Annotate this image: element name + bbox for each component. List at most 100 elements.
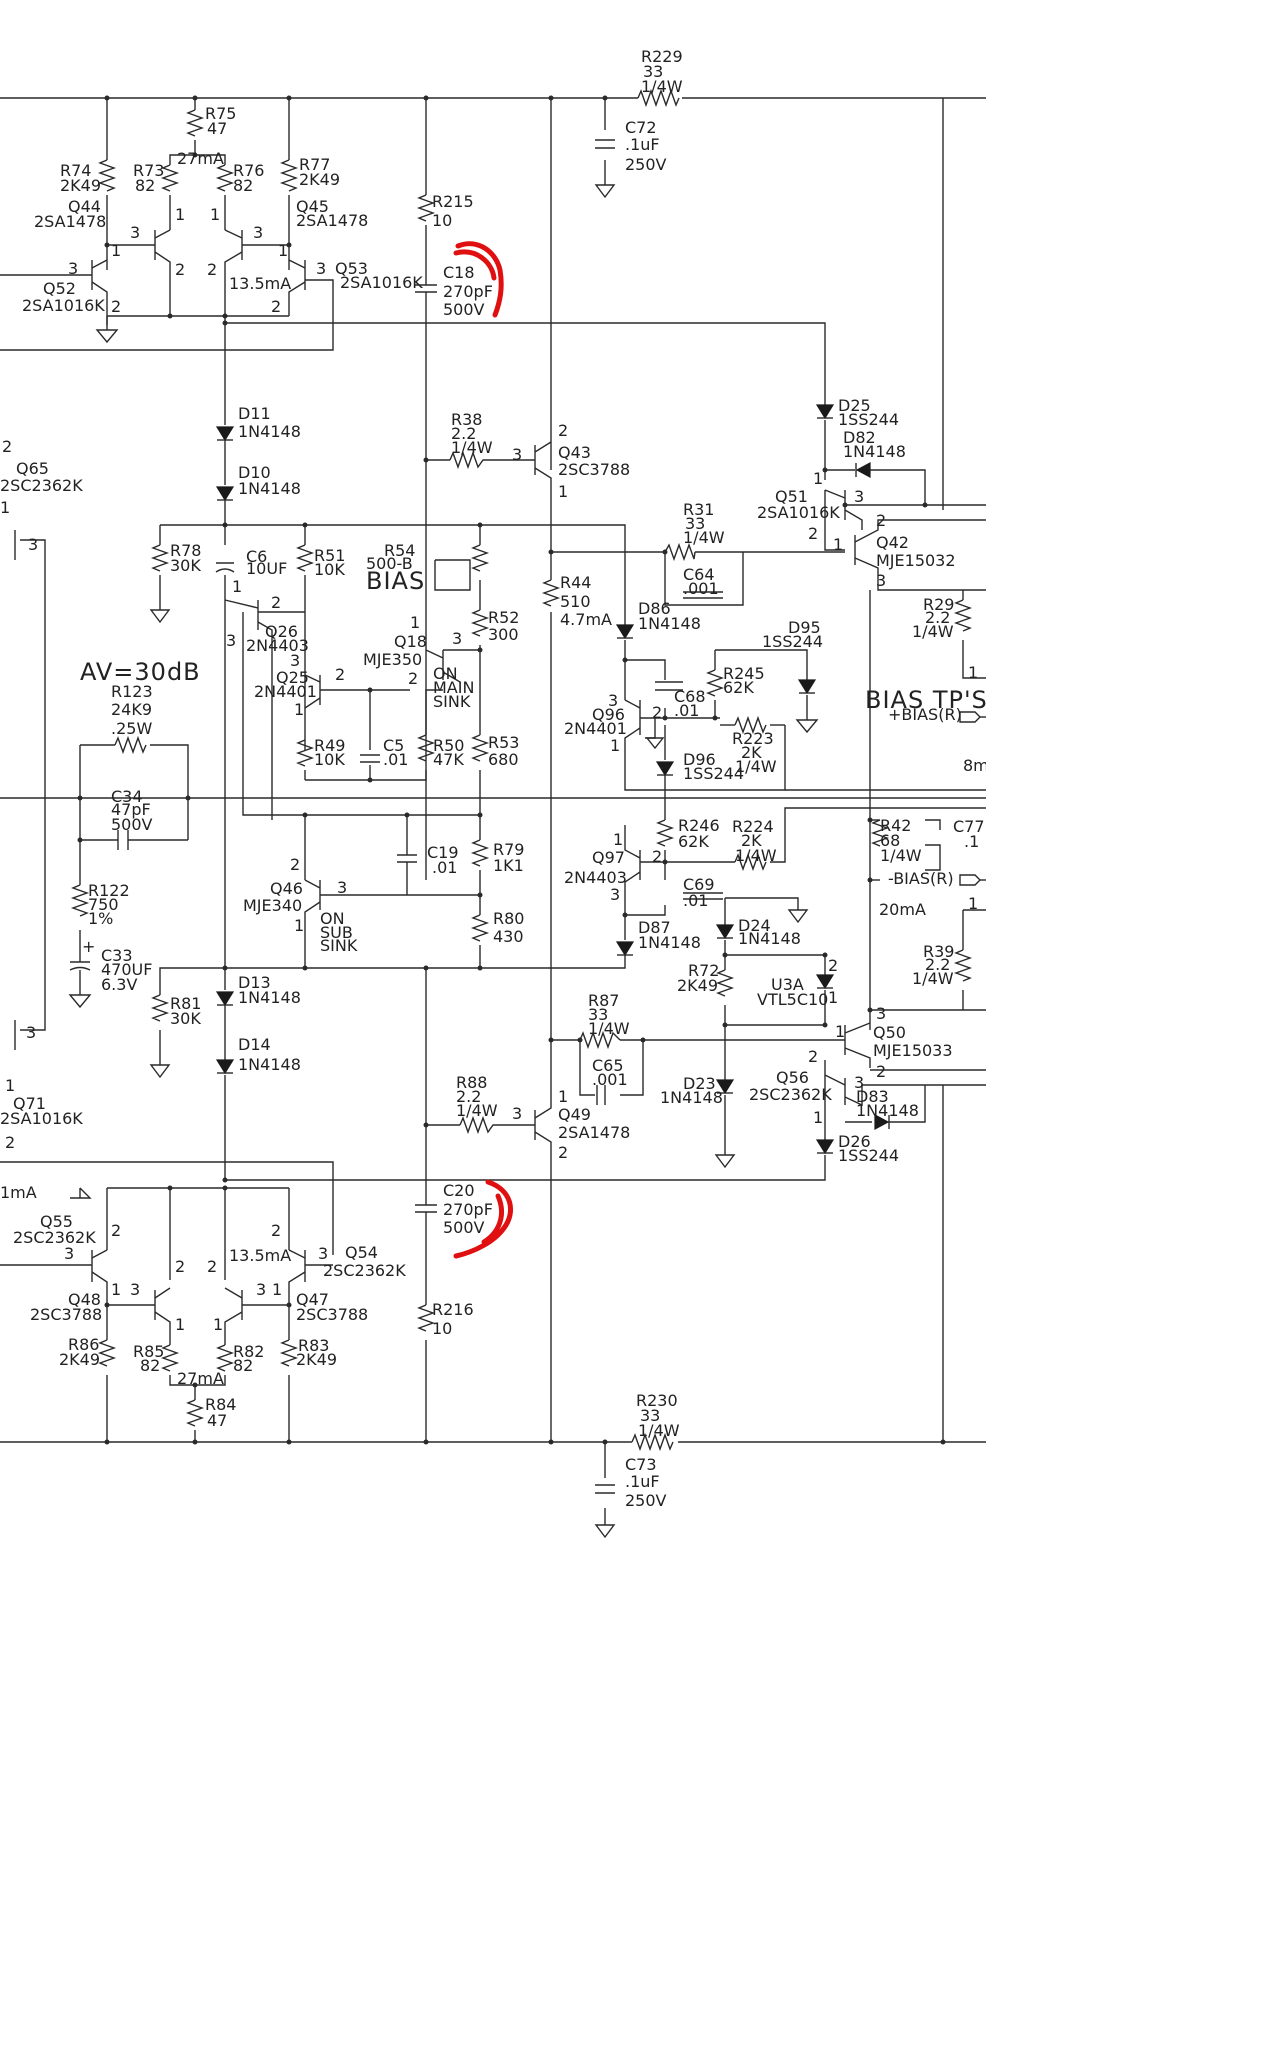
label-22: 10 xyxy=(432,211,452,230)
label-12: 82 xyxy=(233,176,253,195)
label-18: 2SA1478 xyxy=(34,212,106,231)
label-19: Q45 xyxy=(296,197,329,216)
label-266: 10 xyxy=(432,1319,452,1338)
label-158: 1 xyxy=(613,830,623,849)
label-135: 1SS244 xyxy=(683,764,744,783)
label-230: 1 xyxy=(558,1087,568,1106)
label-196: R39 xyxy=(923,942,954,961)
label-255: 3 xyxy=(318,1244,328,1263)
label-167: Q46 xyxy=(270,879,303,898)
label-23: 1 xyxy=(175,205,185,224)
label-27: 1 xyxy=(111,241,121,260)
label-189: + xyxy=(82,937,95,956)
label-161: R79 xyxy=(493,840,524,859)
label-264: 2SC3788 xyxy=(296,1305,368,1324)
label-95: D86 xyxy=(638,599,671,618)
label-250: Q54 xyxy=(345,1243,378,1262)
label-236: 2SA1478 xyxy=(558,1123,630,1142)
ground-symbols xyxy=(68,184,819,1539)
label-75: MJE15032 xyxy=(876,551,956,570)
label-211: 1 xyxy=(835,1022,845,1041)
label-117: R245 xyxy=(723,664,765,683)
label-86: R44 xyxy=(560,573,591,592)
label-93: 2 xyxy=(271,593,281,612)
label-67: 33 xyxy=(685,514,705,533)
label-44: 1N4148 xyxy=(238,422,301,441)
label-246: Q55 xyxy=(40,1212,73,1231)
label-37: 270pF xyxy=(443,282,493,301)
label-199: U3A xyxy=(771,975,804,994)
label-55: 2 xyxy=(558,421,568,440)
label-61: 1N4148 xyxy=(238,479,301,498)
label-166: 2 xyxy=(290,855,300,874)
label-177: 1% xyxy=(88,909,113,928)
bias-test-points xyxy=(959,711,986,886)
junction-dots xyxy=(77,95,946,1445)
label-119: R123 xyxy=(111,682,153,701)
label-98: 1SS244 xyxy=(762,632,823,651)
red-mark-c20-echo xyxy=(481,1193,504,1245)
label-17: Q44 xyxy=(68,197,101,216)
label-221: 3 xyxy=(854,1073,864,1092)
label-260: 1 xyxy=(272,1280,282,1299)
label-267: 1 xyxy=(175,1315,185,1334)
label-191: 470UF xyxy=(101,960,152,979)
label-116: 2 xyxy=(408,669,418,688)
label-226: 1N4148 xyxy=(856,1101,919,1120)
label-11: R76 xyxy=(233,161,264,180)
label-142: R53 xyxy=(488,733,519,752)
label-8: 27mA xyxy=(177,149,224,168)
label-282: 1/4W xyxy=(638,1421,680,1440)
label-88: 4.7mA xyxy=(560,610,612,629)
label-127: 1 xyxy=(294,700,304,719)
label-209: 3 xyxy=(876,1004,886,1023)
label-181: SUB xyxy=(320,923,353,942)
label-244: 270pF xyxy=(443,1200,493,1219)
label-139: 10K xyxy=(314,750,345,769)
label-232: Q71 xyxy=(13,1094,46,1113)
label-278: R84 xyxy=(205,1395,236,1414)
label-253: 2 xyxy=(207,1257,217,1276)
label-162: 1K1 xyxy=(493,856,524,875)
label-179: 1 xyxy=(294,916,304,935)
label-72: 3 xyxy=(28,535,38,554)
label-160: .01 xyxy=(432,858,457,877)
label-208: 1/4W xyxy=(588,1019,630,1038)
label-171: -BIAS(R) xyxy=(888,869,954,888)
label-277: 27mA xyxy=(177,1369,224,1388)
label-33: Q53 xyxy=(335,259,368,278)
label-271: R85 xyxy=(133,1342,164,1361)
label-132: 1/4W xyxy=(735,757,777,776)
label-122: .01 xyxy=(674,701,699,720)
label-203: 1N4148 xyxy=(238,988,301,1007)
label-156: C77 xyxy=(953,817,985,836)
label-173: MJE340 xyxy=(243,896,302,915)
label-201: 1 xyxy=(828,988,838,1007)
label-169: C69 xyxy=(683,875,715,894)
label-249: 2 xyxy=(271,1221,281,1240)
label-153: R42 xyxy=(880,816,911,835)
label-237: 1 xyxy=(813,1108,823,1127)
label-68: 1/4W xyxy=(683,528,725,547)
label-151: 2K xyxy=(741,831,762,850)
label-192: 6.3V xyxy=(101,975,137,994)
label-261: Q48 xyxy=(68,1290,101,1309)
diodes xyxy=(215,404,890,1155)
label-134: D96 xyxy=(683,750,716,769)
label-121: C68 xyxy=(674,687,706,706)
label-80: R51 xyxy=(314,546,345,565)
label-257: 1 xyxy=(111,1280,121,1299)
label-21: R215 xyxy=(432,192,474,211)
label-104: 3 xyxy=(452,629,462,648)
label-97: D95 xyxy=(788,618,821,637)
label-218: 2 xyxy=(808,1047,818,1066)
label-35: 2SA1016K xyxy=(340,273,423,292)
label-284: .1uF xyxy=(625,1472,660,1491)
label-57: Q43 xyxy=(558,443,591,462)
label-242: 1mA xyxy=(0,1183,37,1202)
label-133: 1 xyxy=(610,736,620,755)
label-70: 1 xyxy=(0,498,10,517)
label-279: 47 xyxy=(207,1411,227,1430)
label-259: 3 xyxy=(256,1280,266,1299)
label-182: SINK xyxy=(320,936,358,955)
